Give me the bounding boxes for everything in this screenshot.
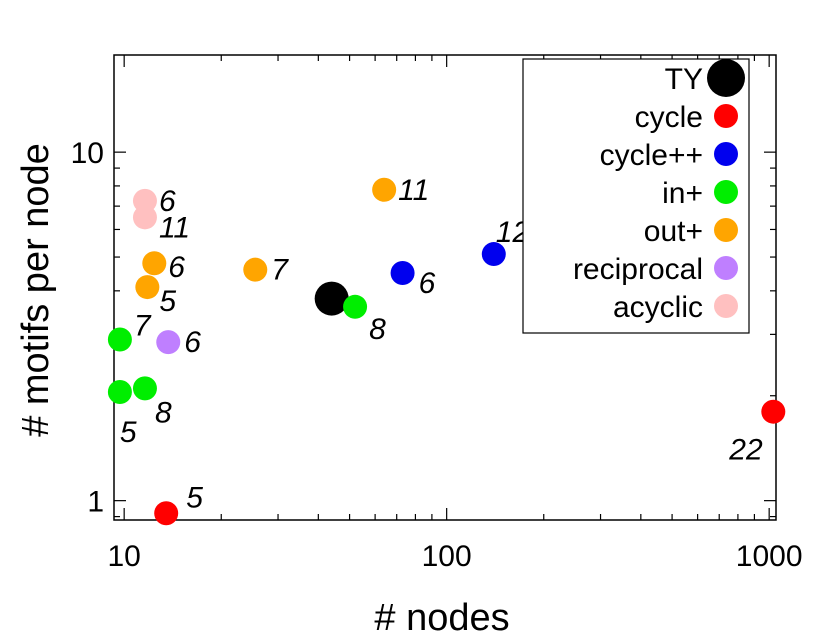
- point-label: 6: [159, 185, 176, 218]
- point-label: 5: [159, 285, 176, 318]
- data-point-in: [343, 294, 368, 319]
- x-tick-label: 10: [107, 540, 140, 573]
- legend-box: [522, 58, 750, 334]
- legend-marker: [714, 256, 738, 280]
- data-point-out: [142, 251, 167, 276]
- legend-label: cycle++: [600, 139, 703, 172]
- data-point-in: [132, 376, 157, 401]
- legend-marker: [714, 294, 738, 318]
- legend-marker: [714, 180, 738, 204]
- point-label: 7: [134, 310, 152, 343]
- data-point-acyclic: [132, 205, 157, 230]
- point-label: 6: [419, 267, 436, 300]
- data-point-cycle: [761, 399, 786, 424]
- legend-label: out+: [644, 215, 703, 248]
- plot-area-border: [113, 54, 777, 521]
- plot-frame: [113, 54, 777, 521]
- y-tick-label: 10: [71, 137, 104, 170]
- legend-label: cycle: [635, 101, 703, 134]
- legend-marker: [714, 142, 738, 166]
- legend-marker: [714, 218, 738, 242]
- y-axis-title: # motifs per node: [15, 143, 57, 437]
- point-label: 6: [168, 251, 185, 284]
- point-label: 5: [186, 481, 203, 514]
- legend-label: acyclic: [613, 291, 703, 324]
- data-point-in: [107, 380, 132, 405]
- legend-label: in+: [662, 177, 703, 210]
- x-axis-title: # nodes: [374, 597, 509, 639]
- data-point-cycle: [481, 242, 506, 267]
- data-point-cycle: [154, 501, 179, 526]
- point-label: 6: [184, 326, 201, 359]
- point-label: 5: [120, 416, 137, 449]
- data-point-out: [135, 275, 160, 300]
- data-point-acyclic: [132, 188, 157, 213]
- data-point-out: [243, 257, 268, 282]
- point-label: 22: [728, 434, 763, 467]
- legend-marker: [714, 104, 738, 128]
- legend: TY cycle cycle++ in+ out+ reciprocal acyclic: [522, 58, 750, 334]
- data-point-reciprocal: [156, 330, 181, 355]
- data-point-in: [107, 327, 132, 352]
- x-tick-label: 1000: [736, 540, 803, 573]
- data-points: [107, 177, 786, 526]
- data-point-TY: [314, 281, 349, 316]
- data-point-cycle: [390, 261, 415, 286]
- legend-marker: [707, 59, 745, 97]
- legend-label: reciprocal: [573, 253, 703, 286]
- x-tick-label: 100: [422, 540, 472, 573]
- point-label: 8: [155, 396, 172, 429]
- point-label: 7: [271, 254, 289, 287]
- legend-label: TY: [665, 63, 703, 96]
- data-point-out: [372, 177, 397, 202]
- y-tick-label: 1: [87, 486, 104, 519]
- point-label: 11: [398, 174, 429, 207]
- point-label: 8: [369, 313, 386, 346]
- point-label: 11: [159, 211, 190, 244]
